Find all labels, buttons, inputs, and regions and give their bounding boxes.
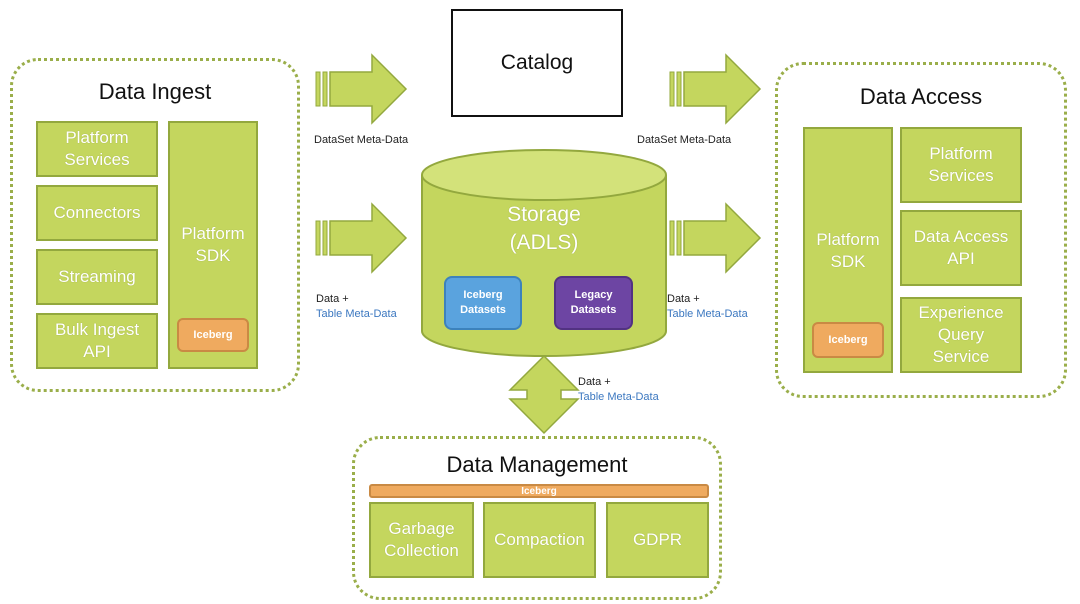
ingest-connectors: Connectors xyxy=(36,185,158,241)
access-platform-services-label: Platform Services xyxy=(928,143,994,185)
arrow-storage-to-access xyxy=(669,203,761,273)
access-data-access-api: Data Access API xyxy=(900,210,1022,286)
arrow-storage-management xyxy=(508,354,580,435)
management-gdpr: GDPR xyxy=(606,502,709,578)
label-table-meta: Table Meta-Data xyxy=(316,307,397,320)
data-access-group xyxy=(775,62,1067,398)
catalog-box: Catalog xyxy=(451,9,623,117)
arrow-ingest-to-storage xyxy=(315,203,407,273)
storage-title: Storage (ADLS) xyxy=(507,203,581,255)
access-platform-sdk-label: Platform SDK xyxy=(816,230,880,272)
catalog-label: Catalog xyxy=(500,51,574,74)
ingest-connectors-label: Connectors xyxy=(53,202,141,222)
data-management-title: Data Management xyxy=(446,452,628,477)
data-management-group xyxy=(352,436,722,600)
access-platform-services: Platform Services xyxy=(900,127,1022,203)
arrow-ingest-to-catalog xyxy=(315,54,407,124)
label-data-plus: Data + xyxy=(667,293,700,305)
access-experience-query-service: Experience Query Service xyxy=(900,297,1022,373)
label-storage-management: Data + Table Meta-Data xyxy=(578,375,659,405)
ingest-platform-sdk-label: Platform SDK xyxy=(181,224,245,266)
ingest-platform-services: Platform Services xyxy=(36,121,158,177)
label-data-plus: Data + xyxy=(578,376,611,388)
arrow-catalog-to-access xyxy=(669,54,761,124)
ingest-platform-services-label: Platform Services xyxy=(64,127,130,169)
access-iceberg-label: Iceberg xyxy=(828,334,868,346)
label-dataset-meta-right: DataSet Meta-Data xyxy=(637,134,732,146)
legacy-datasets-box: Legacy Datasets xyxy=(554,276,633,330)
ingest-bulk-ingest-api-label: Bulk Ingest API xyxy=(54,319,140,361)
management-garbage-collection-label: Garbage Collection xyxy=(384,518,459,560)
management-compaction: Compaction xyxy=(483,502,596,578)
label-dataset-meta-left: DataSet Meta-Data xyxy=(314,134,409,146)
data-ingest-group xyxy=(10,58,300,392)
data-access-title: Data Access xyxy=(859,84,983,109)
access-iceberg-badge: Iceberg xyxy=(812,322,884,358)
access-experience-query-service-label: Experience Query Service xyxy=(918,302,1004,367)
ingest-streaming-label: Streaming xyxy=(58,266,136,286)
label-ingest-storage: Data + Table Meta-Data xyxy=(316,292,397,322)
iceberg-datasets-box: Iceberg Datasets xyxy=(444,276,522,330)
management-compaction-label: Compaction xyxy=(494,529,585,549)
ingest-streaming: Streaming xyxy=(36,249,158,305)
management-iceberg-label: Iceberg xyxy=(521,485,557,497)
label-data-plus: Data + xyxy=(316,293,349,305)
iceberg-datasets-label: Iceberg Datasets xyxy=(460,289,506,316)
label-table-meta: Table Meta-Data xyxy=(578,390,659,403)
ingest-iceberg-badge: Iceberg xyxy=(177,318,249,352)
ingest-iceberg-label: Iceberg xyxy=(193,329,233,341)
legacy-datasets-label: Legacy Datasets xyxy=(570,289,617,316)
label-table-meta: Table Meta-Data xyxy=(667,307,748,320)
management-garbage-collection: Garbage Collection xyxy=(369,502,474,578)
label-storage-access: Data + Table Meta-Data xyxy=(667,292,748,322)
data-ingest-title: Data Ingest xyxy=(98,79,212,104)
management-iceberg-bar: Iceberg xyxy=(369,484,709,498)
management-gdpr-label: GDPR xyxy=(632,529,683,549)
ingest-bulk-ingest-api: Bulk Ingest API xyxy=(36,313,158,369)
access-data-access-api-label: Data Access API xyxy=(913,226,1009,268)
